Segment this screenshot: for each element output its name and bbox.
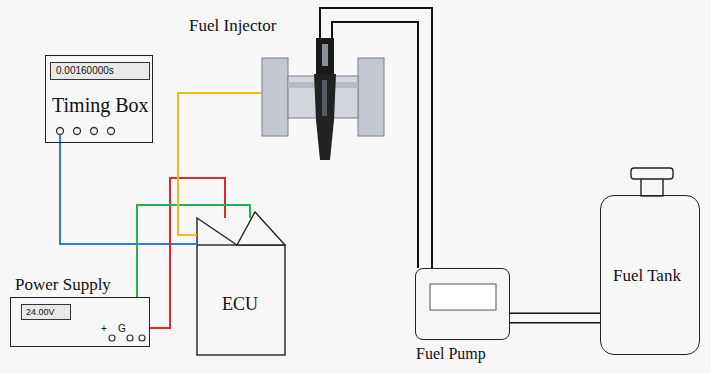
ecu-lid: [237, 212, 285, 245]
ecu-front: [197, 245, 285, 355]
tank-cap: [631, 168, 673, 196]
terminal: [108, 128, 115, 135]
node-label: ECU: [222, 294, 258, 315]
connector-line: [60, 143, 197, 244]
wire-stub: [59, 135, 61, 143]
wire: [320, 8, 432, 268]
node-label: Fuel Injector: [189, 16, 276, 36]
node-label: 0.00160000s: [56, 65, 114, 77]
injector-slot: [322, 44, 328, 66]
fuel-pipe: [510, 318, 600, 319]
terminal: [57, 128, 64, 135]
terminal: [127, 335, 133, 341]
timing-box: Timing Box 0.00160000s: [45, 55, 153, 143]
connector-line: [178, 93, 255, 235]
fuel-tank: Fuel Tank: [600, 195, 700, 355]
pump-window: [430, 284, 496, 310]
tank-lid: [631, 168, 673, 179]
fuel-pump: Fuel Pump: [415, 268, 510, 340]
terminal-set: [109, 335, 145, 341]
ecu-lid: [197, 218, 237, 245]
node-label: Timing Box: [52, 94, 149, 117]
terminal: [91, 128, 98, 135]
terminal-label: +: [101, 323, 107, 335]
tank-neck: [641, 178, 663, 196]
connector-line: [320, 8, 432, 268]
wire: [60, 143, 197, 244]
terminal: [139, 335, 145, 341]
wire: [332, 22, 418, 268]
terminal-set: [57, 128, 115, 135]
node-label: Power Supply: [13, 275, 113, 295]
power-supply: Power Supply24.00V: [10, 297, 150, 347]
mount-plate: [262, 58, 288, 136]
fuel-injector: Fuel Injector: [255, 38, 390, 165]
node-label: Fuel Pump: [416, 345, 486, 363]
connector-line: [510, 313, 600, 324]
ecu-housing: [197, 212, 285, 355]
wire: [137, 205, 250, 297]
connector-line: [137, 205, 250, 297]
node-label: Fuel Tank: [613, 266, 681, 286]
injector-head: [316, 38, 334, 74]
connector-line: [150, 178, 225, 328]
wire: [150, 178, 225, 328]
voltage-display: 24.00V: [21, 304, 71, 320]
connector-line: [332, 22, 418, 268]
terminal-label: G: [118, 323, 126, 335]
wire: [178, 93, 255, 235]
mount-body: [288, 76, 358, 118]
node-label: 24.00V: [26, 307, 55, 317]
ecu-box: ECU: [197, 218, 285, 355]
mount-plate: [358, 58, 384, 136]
pipe-bore: [510, 314, 600, 322]
injector-body: [314, 74, 336, 160]
time-display: 0.00160000s: [50, 62, 150, 80]
terminal: [74, 128, 81, 135]
fuel-injector-drawing: [255, 38, 384, 160]
injector-shade: [322, 80, 327, 116]
terminal: [109, 335, 115, 341]
